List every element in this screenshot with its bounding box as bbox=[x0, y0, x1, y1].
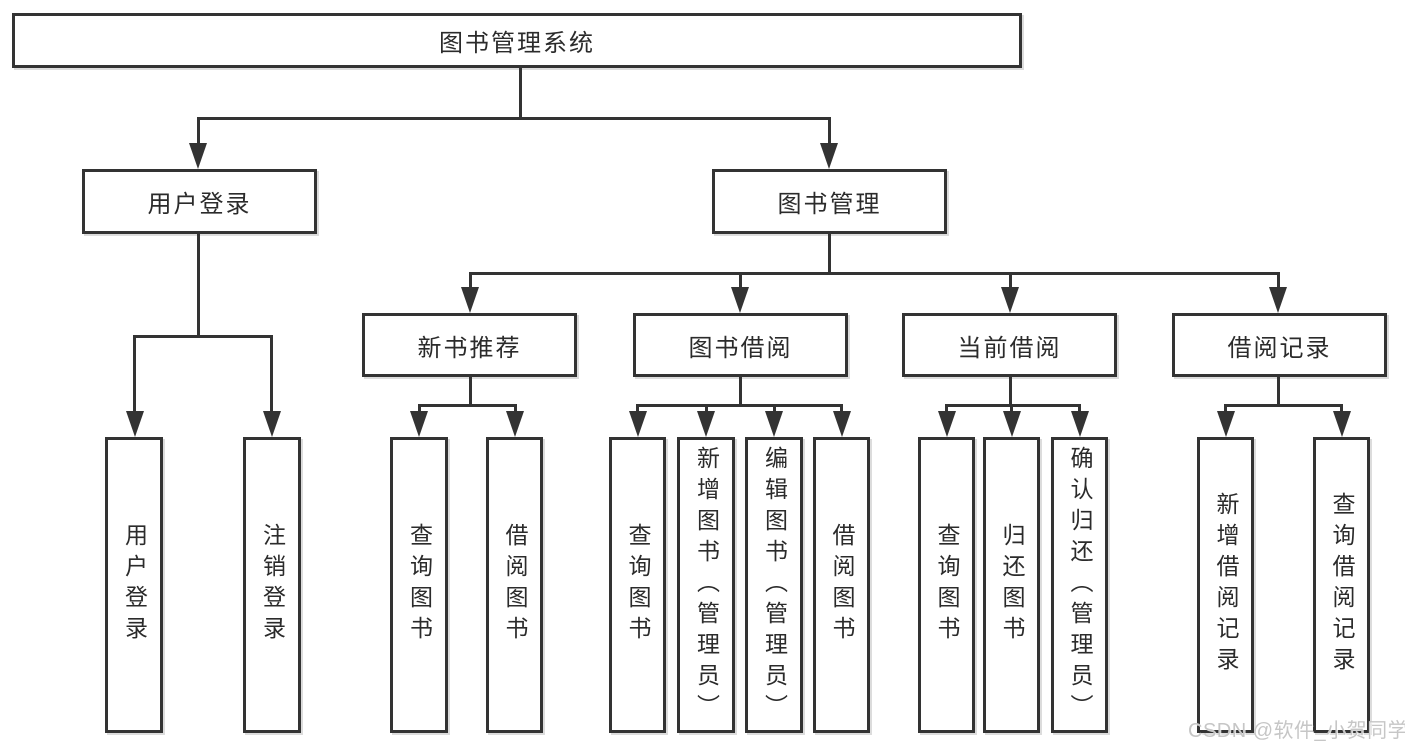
leaf-label: 查询图书 bbox=[625, 523, 651, 647]
connector-login-branch bbox=[133, 335, 273, 338]
connector-branch-current bbox=[945, 404, 1081, 407]
node-book-borrow: 图书借阅 bbox=[633, 313, 848, 377]
node-current-borrow: 当前借阅 bbox=[902, 313, 1117, 377]
leaf-label: 归还图书 bbox=[999, 523, 1025, 647]
connector-root-stem bbox=[519, 67, 522, 120]
leaf-borrow-books-recommend: 借阅图书 bbox=[486, 437, 543, 733]
connector-shaft bbox=[1009, 272, 1012, 289]
leaf-query-books-borrow: 查询图书 bbox=[609, 437, 666, 733]
leaf-label: 新增图书（管理员） bbox=[693, 445, 720, 725]
leaf-query-books-recommend: 查询图书 bbox=[390, 437, 448, 733]
arrow-down-icon bbox=[629, 411, 647, 437]
arrow-down-icon bbox=[938, 411, 956, 437]
arrow-down-icon bbox=[820, 143, 838, 169]
node-current-borrow-label: 当前借阅 bbox=[957, 334, 1062, 362]
connector-stem bbox=[739, 376, 742, 407]
connector-shaft bbox=[197, 117, 200, 145]
node-book-management: 图书管理 bbox=[712, 169, 947, 234]
leaf-label: 借阅图书 bbox=[502, 523, 528, 647]
connector-level1-branch bbox=[197, 117, 831, 120]
connector-shaft bbox=[828, 117, 831, 145]
leaf-edit-books-admin: 编辑图书（管理员） bbox=[745, 437, 803, 733]
connector-shaft bbox=[514, 404, 517, 413]
arrow-down-icon bbox=[461, 287, 479, 313]
connector-shaft bbox=[270, 335, 273, 413]
connector-shaft bbox=[1224, 404, 1227, 413]
node-user-login-label: 用户登录 bbox=[147, 191, 252, 218]
arrow-down-icon bbox=[697, 411, 715, 437]
arrow-down-icon bbox=[765, 411, 783, 437]
arrow-down-icon bbox=[1003, 411, 1021, 437]
leaf-label: 查询图书 bbox=[934, 523, 960, 647]
connector-branch-recommend bbox=[418, 404, 517, 407]
leaf-logout: 注销登录 bbox=[243, 437, 301, 733]
leaf-logout-label: 注销登录 bbox=[259, 523, 286, 647]
leaf-confirm-return-admin: 确认归还（管理员） bbox=[1051, 437, 1108, 733]
node-user-login: 用户登录 bbox=[82, 169, 317, 234]
node-borrow-records-label: 借阅记录 bbox=[1227, 334, 1332, 362]
connector-branch-records bbox=[1224, 404, 1343, 407]
connector-login-stem bbox=[197, 234, 200, 338]
connector-shaft bbox=[418, 404, 421, 413]
arrow-down-icon bbox=[833, 411, 851, 437]
node-book-borrow-label: 图书借阅 bbox=[688, 334, 793, 362]
connector-shaft bbox=[840, 404, 843, 413]
arrow-down-icon bbox=[1001, 287, 1019, 313]
node-book-management-label: 图书管理 bbox=[777, 191, 882, 218]
leaf-add-borrow-record: 新增借阅记录 bbox=[1197, 437, 1254, 733]
connector-stem bbox=[1277, 376, 1280, 407]
arrow-down-icon bbox=[731, 287, 749, 313]
connector-branch-borrow bbox=[636, 404, 843, 407]
leaf-label: 查询借阅记录 bbox=[1329, 492, 1355, 678]
leaf-label: 编辑图书（管理员） bbox=[761, 445, 788, 725]
connector-mgmt-stem bbox=[828, 234, 831, 275]
arrow-down-icon bbox=[410, 411, 428, 437]
connector-shaft bbox=[133, 335, 136, 413]
leaf-borrow-books: 借阅图书 bbox=[813, 437, 870, 733]
connector-shaft bbox=[773, 404, 776, 413]
node-root-label: 图书管理系统 bbox=[439, 30, 595, 57]
arrow-down-icon bbox=[1071, 411, 1089, 437]
leaf-user-login-label: 用户登录 bbox=[121, 523, 148, 647]
connector-level2-branch bbox=[469, 272, 1280, 275]
arrow-down-icon bbox=[1333, 411, 1351, 437]
arrow-down-icon bbox=[506, 411, 524, 437]
connector-shaft bbox=[739, 272, 742, 289]
csdn-watermark: CSDN @软件_小贺同学 bbox=[1188, 720, 1405, 742]
node-new-book-recommend-label: 新书推荐 bbox=[417, 334, 522, 362]
leaf-query-books-current: 查询图书 bbox=[918, 437, 975, 733]
leaf-return-books: 归还图书 bbox=[983, 437, 1040, 733]
node-borrow-records: 借阅记录 bbox=[1172, 313, 1387, 377]
connector-shaft bbox=[945, 404, 948, 413]
arrow-down-icon bbox=[1217, 411, 1235, 437]
node-new-book-recommend: 新书推荐 bbox=[362, 313, 577, 377]
connector-stem bbox=[469, 376, 472, 407]
arrow-down-icon bbox=[1269, 287, 1287, 313]
leaf-label: 借阅图书 bbox=[829, 523, 855, 647]
connector-shaft bbox=[469, 272, 472, 289]
leaf-add-books-admin: 新增图书（管理员） bbox=[677, 437, 735, 733]
connector-shaft bbox=[1010, 404, 1013, 413]
arrow-down-icon bbox=[189, 143, 207, 169]
leaf-query-borrow-record: 查询借阅记录 bbox=[1313, 437, 1370, 733]
leaf-user-login: 用户登录 bbox=[105, 437, 163, 733]
connector-shaft bbox=[636, 404, 639, 413]
leaf-label: 新增借阅记录 bbox=[1213, 492, 1239, 678]
connector-shaft bbox=[705, 404, 708, 413]
connector-shaft bbox=[1277, 272, 1280, 289]
leaf-label: 确认归还（管理员） bbox=[1067, 445, 1093, 725]
connector-shaft bbox=[1078, 404, 1081, 413]
connector-stem bbox=[1009, 376, 1012, 407]
arrow-down-icon bbox=[263, 411, 281, 437]
arrow-down-icon bbox=[126, 411, 144, 437]
leaf-label: 查询图书 bbox=[406, 523, 433, 647]
node-root: 图书管理系统 bbox=[12, 13, 1022, 68]
connector-shaft bbox=[1340, 404, 1343, 413]
